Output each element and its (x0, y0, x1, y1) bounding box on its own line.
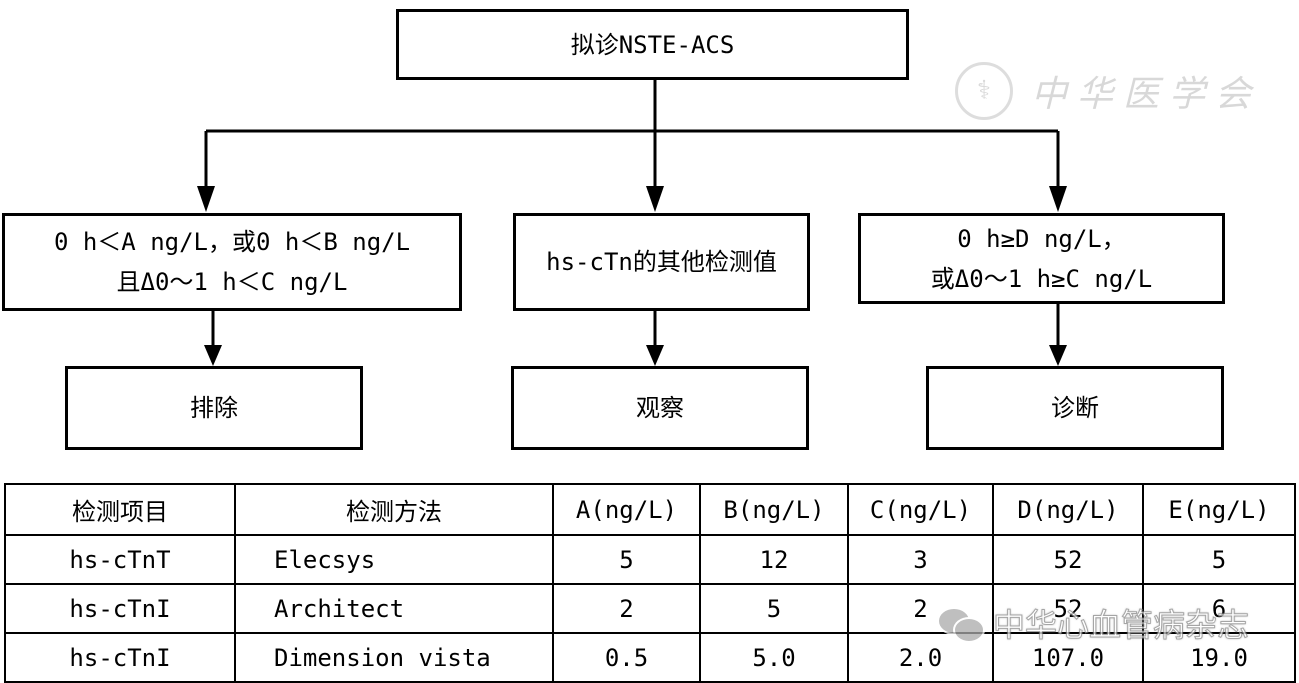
arrowhead-right (1049, 186, 1067, 212)
cutoff-table: 检测项目 检测方法 A(ng/L) B(ng/L) C(ng/L) D(ng/L… (4, 483, 1296, 683)
outcome-observe-label: 观察 (636, 394, 684, 422)
arrowhead-rule-in (1049, 345, 1067, 366)
header-a: A(ng/L) (552, 483, 701, 536)
table-row: hs-cTnT Elecsys 5 12 3 52 5 (4, 534, 1296, 585)
society-watermark-text: 中华医学会 (1031, 74, 1262, 115)
cell-d: 52 (992, 583, 1144, 634)
outcome-rule-in-label: 诊断 (1051, 394, 1099, 422)
outcome-rule-in-node: 诊断 (926, 366, 1224, 450)
cell-d: 52 (992, 534, 1144, 585)
table-row: hs-cTnI Dimension vista 0.5 5.0 2.0 107.… (4, 632, 1296, 683)
condition-right-line1: 0 h≥D ng/L， (957, 224, 1126, 253)
wechat-watermark: 中华心血管病杂志 (935, 600, 1250, 646)
condition-left-line2: 且Δ0～1 h＜C ng/L (116, 268, 348, 296)
cell-e: 6 (1142, 583, 1296, 634)
arrowhead-rule-out (204, 345, 222, 366)
outcome-rule-out-node: 排除 (65, 366, 363, 450)
header-c: C(ng/L) (847, 483, 994, 536)
outcome-observe-node: 观察 (511, 366, 809, 450)
cell-test-item: hs-cTnI (4, 632, 236, 683)
header-method: 检测方法 (234, 483, 554, 536)
cell-method: Elecsys (234, 534, 554, 585)
table-header-row: 检测项目 检测方法 A(ng/L) B(ng/L) C(ng/L) D(ng/L… (4, 483, 1296, 536)
cell-a: 2 (552, 583, 701, 634)
cell-b: 12 (699, 534, 849, 585)
arrowhead-observe (646, 345, 664, 366)
cell-b: 5 (699, 583, 849, 634)
society-seal-icon: ⚕ (955, 62, 1013, 120)
cell-d: 107.0 (992, 632, 1144, 683)
condition-right-line2: 或Δ0～1 h≥C ng/L (930, 264, 1153, 293)
cell-a: 5 (552, 534, 701, 585)
cell-e: 5 (1142, 534, 1296, 585)
outcome-rule-out-label: 排除 (190, 394, 238, 422)
header-d: D(ng/L) (992, 483, 1144, 536)
wechat-watermark-text: 中华心血管病杂志 (992, 606, 1250, 645)
header-b: B(ng/L) (699, 483, 849, 536)
cell-b: 5.0 (699, 632, 849, 683)
cell-test-item: hs-cTnI (4, 583, 236, 634)
cell-method: Dimension vista (234, 632, 554, 683)
start-node: 拟诊NSTE-ACS (396, 9, 909, 80)
cell-test-item: hs-cTnT (4, 534, 236, 585)
condition-middle-node: hs-cTn的其他检测值 (513, 213, 810, 311)
header-e: E(ng/L) (1142, 483, 1296, 536)
cell-method: Architect (234, 583, 554, 634)
wechat-icon (935, 601, 987, 645)
condition-right-node: 0 h≥D ng/L， 或Δ0～1 h≥C ng/L (858, 213, 1225, 304)
header-test-item: 检测项目 (4, 483, 236, 536)
condition-middle-line1: hs-cTn的其他检测值 (546, 248, 777, 276)
start-node-label: 拟诊NSTE-ACS (570, 30, 735, 59)
society-watermark: ⚕ 中华医学会 (955, 62, 1261, 120)
condition-left-node: 0 h＜A ng/L，或0 h＜B ng/L 且Δ0～1 h＜C ng/L (2, 213, 462, 311)
cell-a: 0.5 (552, 632, 701, 683)
arrowhead-left (197, 186, 215, 212)
condition-left-line1: 0 h＜A ng/L，或0 h＜B ng/L (53, 228, 411, 256)
cell-c: 3 (847, 534, 994, 585)
cell-e: 19.0 (1142, 632, 1296, 683)
arrowhead-middle (646, 186, 664, 212)
